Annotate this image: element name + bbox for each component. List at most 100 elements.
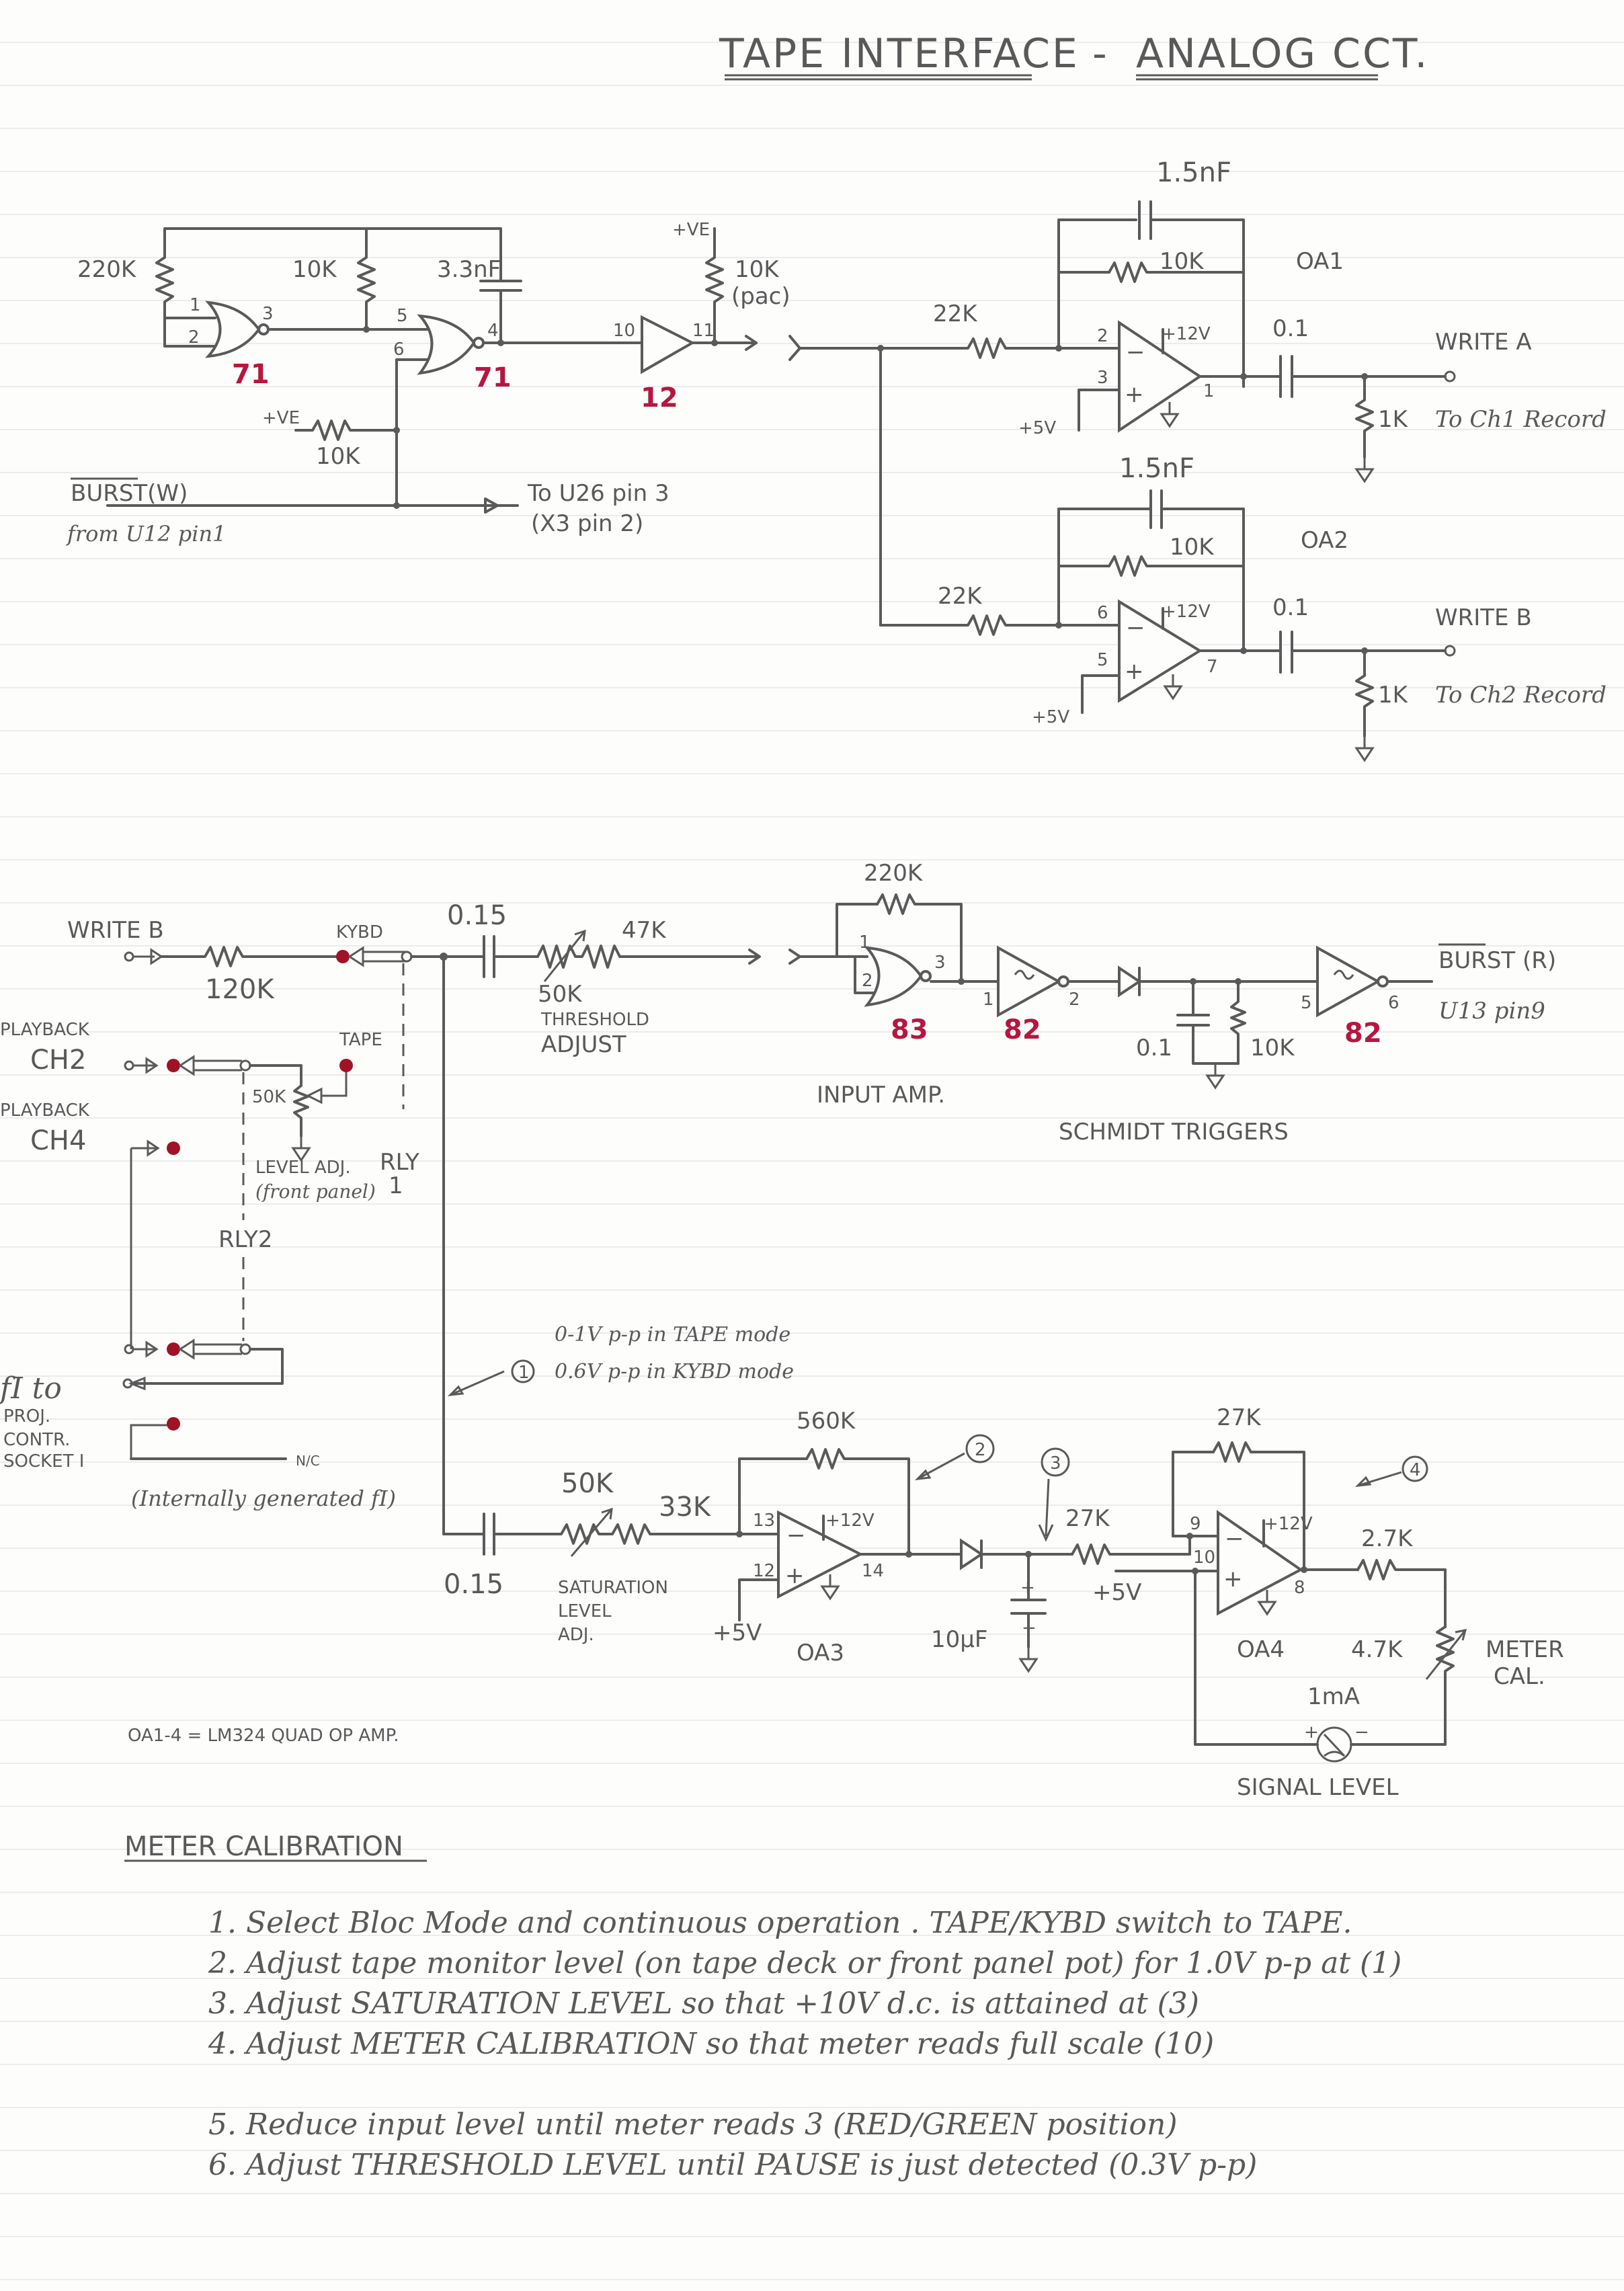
svg-text:4: 4 bbox=[1410, 1460, 1421, 1480]
svg-text:fI to: fI to bbox=[0, 1371, 62, 1406]
calibration-step: 3. Adjust SATURATION LEVEL so that +10V … bbox=[208, 1986, 1199, 2021]
svg-text:KYBD: KYBD bbox=[336, 922, 383, 942]
svg-text:+: + bbox=[785, 1562, 805, 1589]
svg-text:5: 5 bbox=[397, 306, 408, 326]
svg-text:PROJ.: PROJ. bbox=[3, 1406, 50, 1426]
meter-amplifier: 0.15 50K 33K SATURATION LEVEL ADJ. 560K … bbox=[442, 1404, 1564, 1801]
svg-text:2: 2 bbox=[188, 327, 200, 348]
svg-text:27K: 27K bbox=[1217, 1404, 1262, 1431]
svg-text:−: − bbox=[1126, 339, 1145, 366]
svg-text:RLY: RLY bbox=[380, 1149, 419, 1176]
svg-text:0.15: 0.15 bbox=[447, 900, 507, 931]
svg-text:+12V: +12V bbox=[1264, 1514, 1313, 1534]
svg-text:2: 2 bbox=[1097, 326, 1108, 346]
svg-text:+VE: +VE bbox=[672, 220, 710, 240]
svg-text:12: 12 bbox=[641, 383, 678, 413]
svg-text:1K: 1K bbox=[1378, 406, 1409, 433]
testpoints-2-4: 2 3 4 bbox=[914, 1434, 1428, 1542]
svg-text:22K: 22K bbox=[938, 583, 983, 610]
svg-text:SCHMIDT TRIGGERS: SCHMIDT TRIGGERS bbox=[1059, 1119, 1289, 1146]
svg-text:3: 3 bbox=[1097, 368, 1108, 388]
title-dash: - bbox=[1092, 30, 1109, 77]
testpoint-1: 1 0-1V p-p in TAPE mode 0.6V p-p in KYBD… bbox=[447, 1323, 794, 1396]
nor-gate-1 bbox=[205, 300, 261, 358]
svg-text:1: 1 bbox=[1203, 381, 1215, 401]
svg-text:6: 6 bbox=[1097, 603, 1108, 623]
svg-text:5: 5 bbox=[1097, 650, 1108, 670]
svg-text:OA1: OA1 bbox=[1296, 248, 1344, 275]
svg-text:0.1: 0.1 bbox=[1136, 1035, 1172, 1061]
svg-text:0.1: 0.1 bbox=[1272, 594, 1309, 621]
svg-text:To Ch1 Record: To Ch1 Record bbox=[1435, 406, 1607, 433]
svg-text:4: 4 bbox=[487, 321, 499, 341]
osc-r1-label: 220K bbox=[77, 256, 137, 283]
title-left: TAPE INTERFACE bbox=[719, 30, 1080, 77]
svg-text:4.7K: 4.7K bbox=[1351, 1636, 1404, 1663]
svg-text:METER: METER bbox=[1486, 1636, 1564, 1663]
svg-text:U13 pin9: U13 pin9 bbox=[1438, 998, 1545, 1024]
svg-text:3: 3 bbox=[934, 953, 946, 973]
svg-text:10: 10 bbox=[613, 321, 635, 341]
meter-calibration-procedure: METER CALIBRATION 1. Select Bloc Mode an… bbox=[124, 1831, 1402, 2182]
svg-text:To U26 pin 3: To U26 pin 3 bbox=[527, 480, 669, 507]
svg-text:10K: 10K bbox=[735, 256, 780, 283]
svg-text:2: 2 bbox=[862, 971, 873, 991]
svg-text:BURST (R): BURST (R) bbox=[1438, 947, 1556, 974]
svg-text:2: 2 bbox=[975, 1440, 986, 1460]
svg-text:WRITE A: WRITE A bbox=[1435, 329, 1532, 356]
svg-text:+5V: +5V bbox=[1092, 1579, 1141, 1606]
svg-text:+12V: +12V bbox=[1162, 602, 1211, 622]
svg-text:10μF: 10μF bbox=[931, 1626, 987, 1653]
svg-text:(X3 pin 2): (X3 pin 2) bbox=[531, 510, 643, 537]
calibration-heading: METER CALIBRATION bbox=[124, 1831, 403, 1862]
svg-text:+: + bbox=[1304, 1722, 1319, 1742]
svg-text:LEVEL: LEVEL bbox=[558, 1601, 612, 1621]
svg-text:+: + bbox=[1020, 1578, 1035, 1598]
calibration-step: 2. Adjust tape monitor level (on tape de… bbox=[208, 1946, 1402, 1980]
svg-text:+12V: +12V bbox=[1162, 324, 1211, 344]
svg-text:−: − bbox=[1225, 1525, 1244, 1552]
svg-text:120K: 120K bbox=[205, 974, 275, 1005]
svg-text:CH4: CH4 bbox=[30, 1125, 86, 1156]
svg-text:0.6V p-p in KYBD mode: 0.6V p-p in KYBD mode bbox=[555, 1360, 794, 1383]
svg-text:THRESHOLD: THRESHOLD bbox=[540, 1010, 649, 1030]
svg-text:0.15: 0.15 bbox=[444, 1569, 503, 1600]
svg-text:OA2: OA2 bbox=[1301, 527, 1348, 554]
svg-text:WRITE B: WRITE B bbox=[67, 917, 164, 944]
buffer-12 bbox=[641, 315, 696, 374]
write-filters: 1.5nF 10K OA1 22K 2 3 1 −+ +12V +5V 0.1 bbox=[788, 157, 1607, 762]
svg-text:INPUT AMP.: INPUT AMP. bbox=[817, 1082, 945, 1109]
svg-text:CH2: CH2 bbox=[30, 1045, 86, 1076]
svg-text:PLAYBACK: PLAYBACK bbox=[0, 1100, 90, 1121]
svg-text:8: 8 bbox=[1294, 1578, 1305, 1598]
svg-text:(front panel): (front panel) bbox=[255, 1180, 376, 1203]
svg-text:ADJ.: ADJ. bbox=[558, 1625, 594, 1645]
svg-text:WRITE B: WRITE B bbox=[1435, 604, 1532, 631]
svg-text:47K: 47K bbox=[622, 917, 667, 944]
svg-text:To Ch2 Record: To Ch2 Record bbox=[1435, 682, 1607, 709]
svg-text:82: 82 bbox=[1344, 1018, 1382, 1049]
svg-text:0.1: 0.1 bbox=[1272, 315, 1309, 342]
svg-text:1: 1 bbox=[983, 990, 994, 1010]
svg-text:10: 10 bbox=[1193, 1548, 1215, 1568]
svg-text:6: 6 bbox=[393, 339, 405, 360]
resistor-10k bbox=[357, 251, 376, 309]
svg-text:82: 82 bbox=[1004, 1014, 1041, 1045]
svg-text:12: 12 bbox=[753, 1561, 775, 1581]
svg-text:N/C: N/C bbox=[296, 1453, 320, 1469]
svg-text:−: − bbox=[786, 1522, 806, 1549]
svg-text:+: + bbox=[1125, 381, 1144, 408]
svg-text:14: 14 bbox=[862, 1561, 884, 1581]
calibration-step: 6. Adjust THRESHOLD LEVEL until PAUSE is… bbox=[208, 2148, 1257, 2182]
svg-text:220K: 220K bbox=[864, 860, 924, 887]
svg-text:−: − bbox=[1354, 1722, 1369, 1742]
svg-text:6: 6 bbox=[1388, 993, 1399, 1013]
svg-text:1: 1 bbox=[518, 1363, 530, 1383]
svg-text:10K: 10K bbox=[316, 443, 361, 470]
opamp-oa2: 1.5nF 10K OA2 22K 6 5 7 −+ +12V +5V 0.1 bbox=[938, 453, 1607, 762]
svg-text:50K: 50K bbox=[538, 981, 583, 1008]
svg-text:5: 5 bbox=[1301, 993, 1312, 1013]
opamp-note: OA1-4 = LM324 QUAD OP AMP. bbox=[128, 1726, 399, 1746]
opamp-oa1: 1.5nF 10K OA1 22K 2 3 1 −+ +12V +5V 0.1 bbox=[933, 157, 1607, 483]
svg-text:PLAYBACK: PLAYBACK bbox=[0, 1020, 90, 1040]
